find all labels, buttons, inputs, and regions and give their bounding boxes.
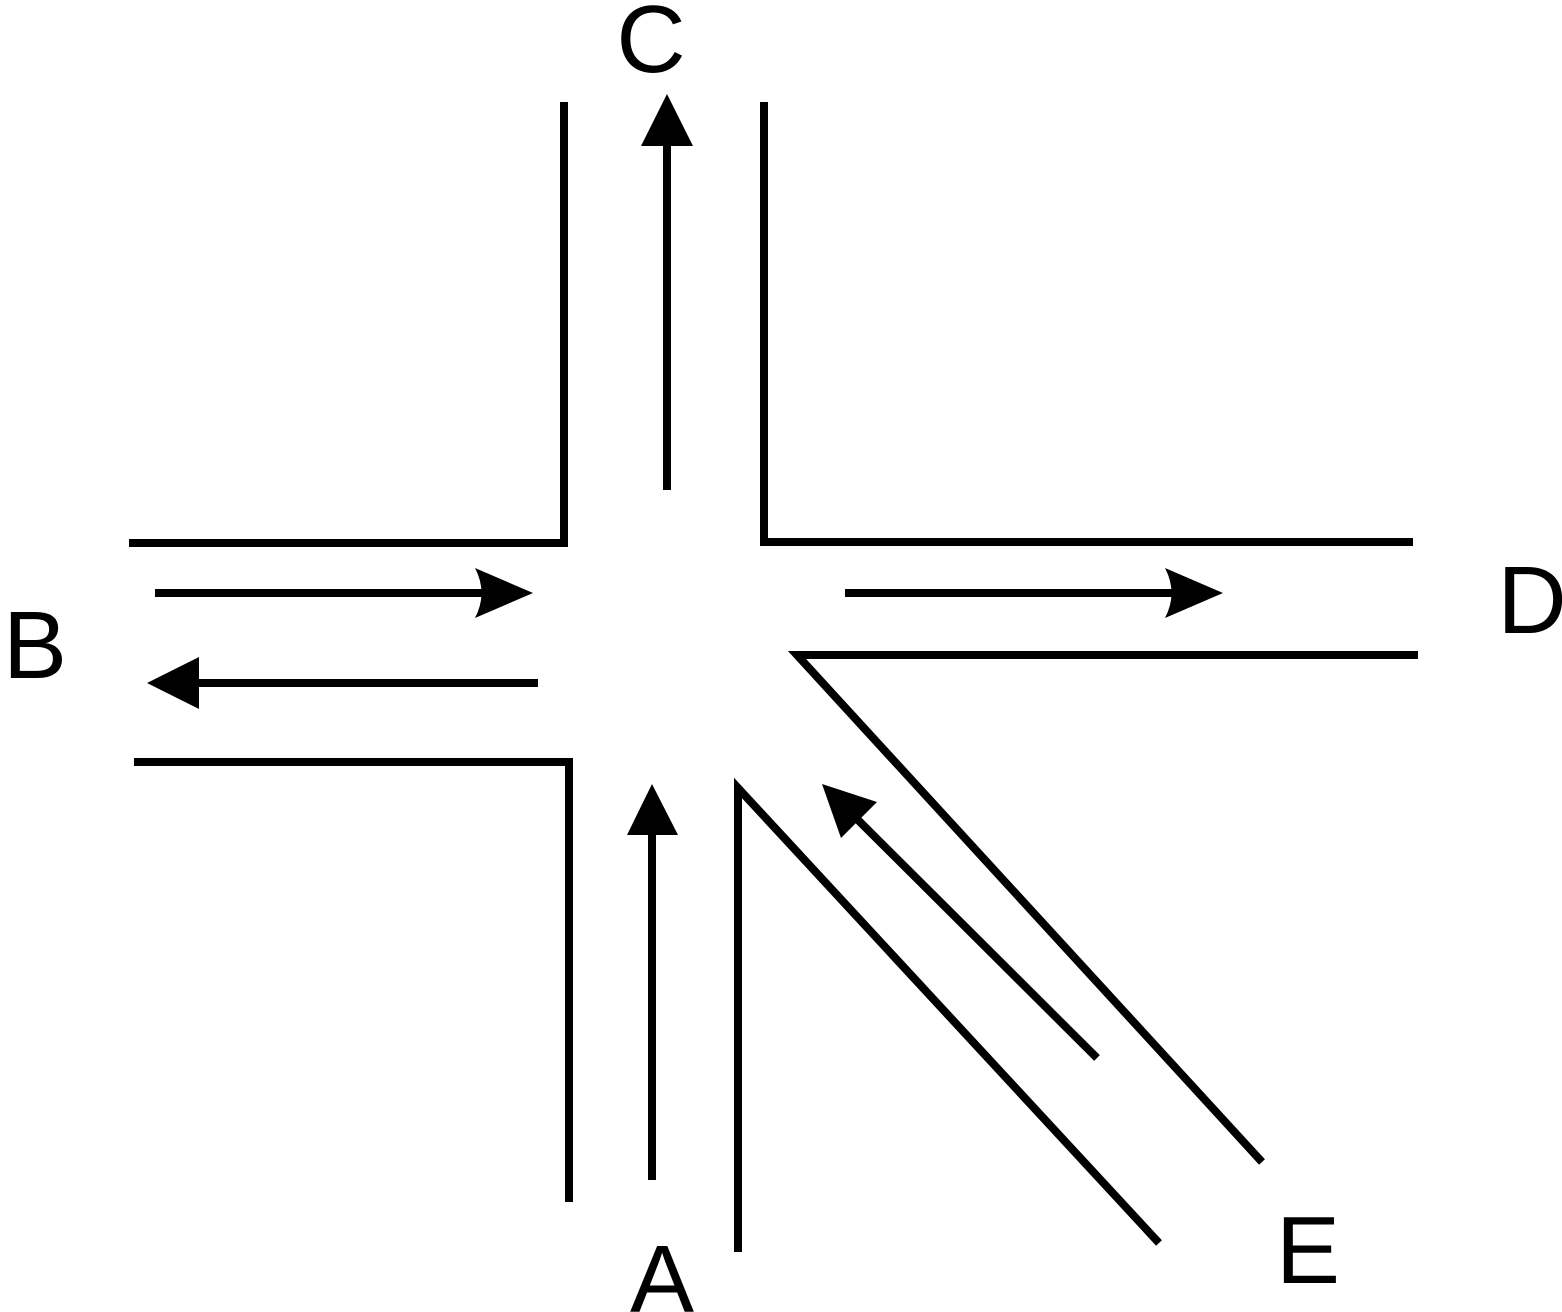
road-edge-south-west — [134, 758, 573, 1202]
label-e: E — [1276, 1197, 1340, 1304]
road-edge-north-east — [760, 102, 1413, 546]
flow-arrow-a-to-c — [627, 784, 678, 1180]
label-c: C — [616, 0, 685, 93]
flow-arrow-to-c — [641, 94, 693, 490]
flow-arrow-to-d — [845, 568, 1223, 618]
road-edge-north-west — [129, 102, 568, 547]
flow-arrow-e-to-c-shaft — [850, 812, 1100, 1061]
flow-arrow-d-to-b — [147, 657, 538, 709]
flow-arrow-e-to-c — [822, 784, 1100, 1061]
road-edge-south-diagonal — [734, 777, 1162, 1252]
flow-arrow-e-to-c-head — [822, 784, 877, 838]
flow-arrow-d-to-b-head — [147, 657, 199, 709]
flow-arrow-b-to-d-head — [475, 568, 533, 618]
flow-arrow-a-to-c-head — [627, 784, 678, 835]
flow-arrow-b-to-d — [155, 568, 533, 618]
label-a: A — [630, 1226, 694, 1312]
flow-arrow-to-c-head — [641, 94, 693, 146]
label-d: D — [1497, 547, 1562, 654]
flow-arrow-to-d-head — [1165, 568, 1223, 618]
label-b: B — [3, 592, 67, 699]
road-edge-east-south — [787, 651, 1418, 1165]
